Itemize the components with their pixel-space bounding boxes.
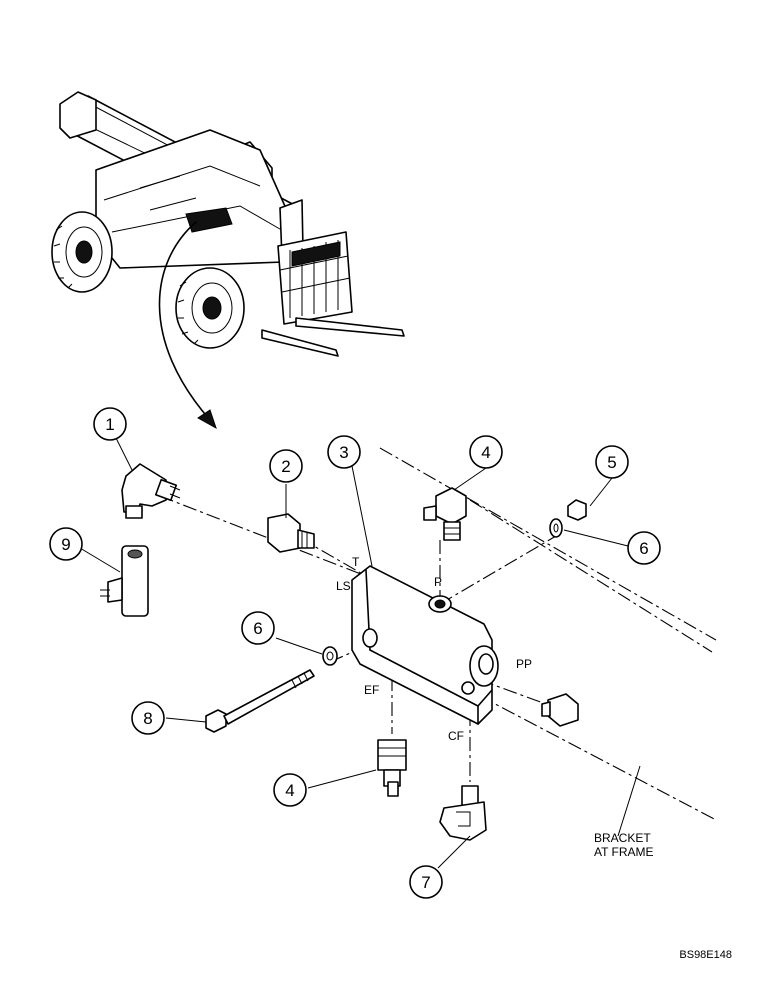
port-label-p: P <box>434 575 442 589</box>
port-label-t: T <box>352 555 360 569</box>
svg-text:7: 7 <box>421 873 430 892</box>
callout-4-top: 4 <box>469 435 503 469</box>
part-6-washer-left <box>322 646 338 666</box>
leader-lines <box>79 437 641 869</box>
bracket-note-line1: BRACKET <box>594 831 651 845</box>
svg-text:4: 4 <box>481 443 490 462</box>
callout-6-right: 6 <box>627 531 661 565</box>
part-8-bolt <box>205 669 315 733</box>
part-4-elbow-fitting-top <box>423 487 467 541</box>
callout-9: 9 <box>49 527 83 561</box>
callout-1: 1 <box>93 407 127 441</box>
priority-valve-block-icon <box>351 565 499 725</box>
callout-8: 8 <box>131 701 165 735</box>
svg-text:5: 5 <box>607 453 616 472</box>
svg-text:9: 9 <box>61 535 70 554</box>
assembly-centerlines <box>159 447 717 821</box>
part-2-straight-adapter <box>267 513 315 553</box>
part-5-nut <box>567 499 587 521</box>
callout-3: 3 <box>327 435 361 469</box>
telehandler-forklift-icon <box>51 91 405 430</box>
svg-text:6: 6 <box>253 619 262 638</box>
port-label-pp: PP <box>516 657 532 671</box>
callout-7: 7 <box>409 865 443 899</box>
svg-text:8: 8 <box>143 709 152 728</box>
part-6-washer-right <box>549 518 563 538</box>
port-label-ef: EF <box>364 683 379 697</box>
plug-fitting <box>541 693 579 727</box>
callout-6-left: 6 <box>241 611 275 645</box>
svg-text:1: 1 <box>105 415 114 434</box>
svg-text:3: 3 <box>339 443 348 462</box>
callout-2: 2 <box>269 449 303 483</box>
callout-5: 5 <box>595 445 629 479</box>
svg-text:2: 2 <box>281 457 290 476</box>
part-4-straight-fitting-bottom <box>377 739 407 797</box>
bracket-note-line2: AT FRAME <box>594 845 654 859</box>
svg-text:4: 4 <box>285 781 294 800</box>
part-1-elbow-fitting <box>121 463 181 519</box>
callout-4-bottom: 4 <box>273 773 307 807</box>
port-label-ls: LS <box>336 579 351 593</box>
part-9-tee-fitting <box>100 545 149 617</box>
port-label-cf: CF <box>448 729 464 743</box>
svg-text:6: 6 <box>639 539 648 558</box>
part-7-elbow-fitting <box>439 785 487 841</box>
reference-code: BS98E148 <box>679 949 732 961</box>
